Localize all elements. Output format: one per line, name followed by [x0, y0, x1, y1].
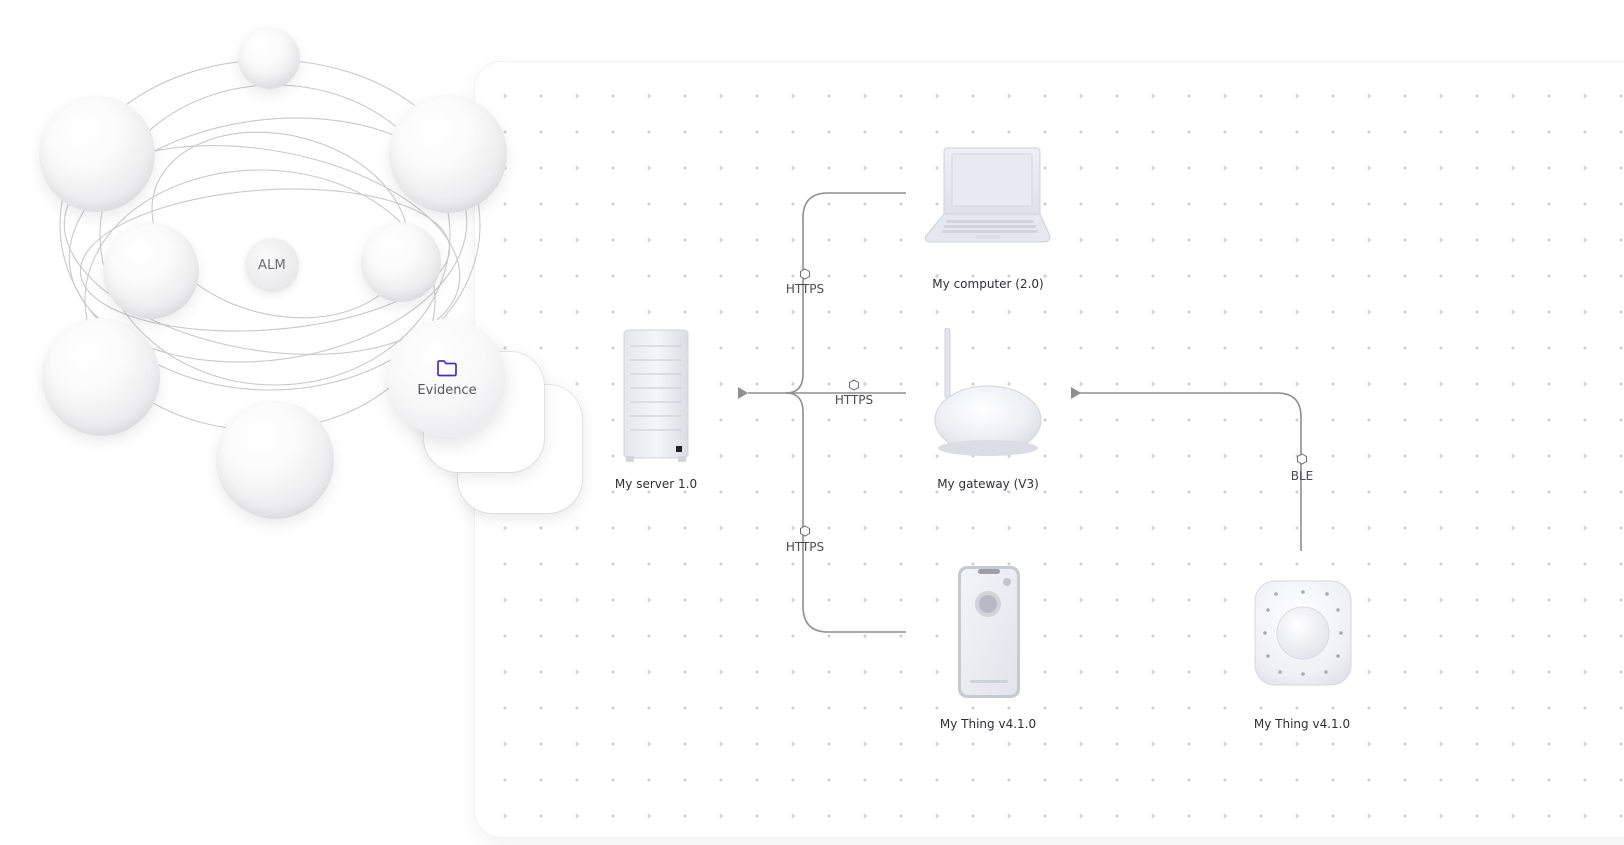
- alm-node[interactable]: ALM: [245, 238, 299, 292]
- hexagon-icon: [849, 379, 859, 391]
- orbit-sphere: [389, 95, 507, 213]
- orbit-sphere: [361, 222, 441, 302]
- diagram-canvas[interactable]: [475, 62, 1624, 837]
- orbit-sphere: [216, 401, 334, 519]
- router-icon[interactable]: [930, 328, 1046, 460]
- evidence-label: Evidence: [417, 382, 477, 398]
- alm-label: ALM: [258, 257, 286, 273]
- laptop-icon[interactable]: [924, 144, 1052, 246]
- hexagon-icon: [1297, 453, 1307, 465]
- protocol-label-server-computer: HTTPS: [785, 282, 825, 296]
- folder-icon: [437, 359, 457, 376]
- server-label: My server 1.0: [614, 477, 698, 491]
- smartphone-icon[interactable]: [956, 564, 1022, 700]
- protocol-label-remote-gateway: BLE: [1290, 469, 1314, 483]
- phone-label: My Thing v4.1.0: [939, 717, 1037, 731]
- remote-control-icon[interactable]: [1252, 578, 1354, 688]
- evidence-node[interactable]: Evidence: [388, 319, 506, 437]
- orbit-sphere: [42, 318, 160, 436]
- hexagon-icon: [800, 268, 810, 280]
- gateway-label: My gateway (V3): [937, 477, 1039, 491]
- hexagon-icon: [800, 525, 810, 537]
- orbit-sphere: [39, 96, 155, 212]
- orbit-sphere: [238, 27, 300, 89]
- remote-label: My Thing v4.1.0: [1253, 717, 1351, 731]
- protocol-label-server-gateway: HTTPS: [834, 393, 874, 407]
- computer-label: My computer (2.0): [932, 277, 1044, 291]
- protocol-label-server-phone: HTTPS: [785, 540, 825, 554]
- orbit-sphere: [103, 223, 199, 319]
- server-rack-icon[interactable]: [620, 328, 692, 464]
